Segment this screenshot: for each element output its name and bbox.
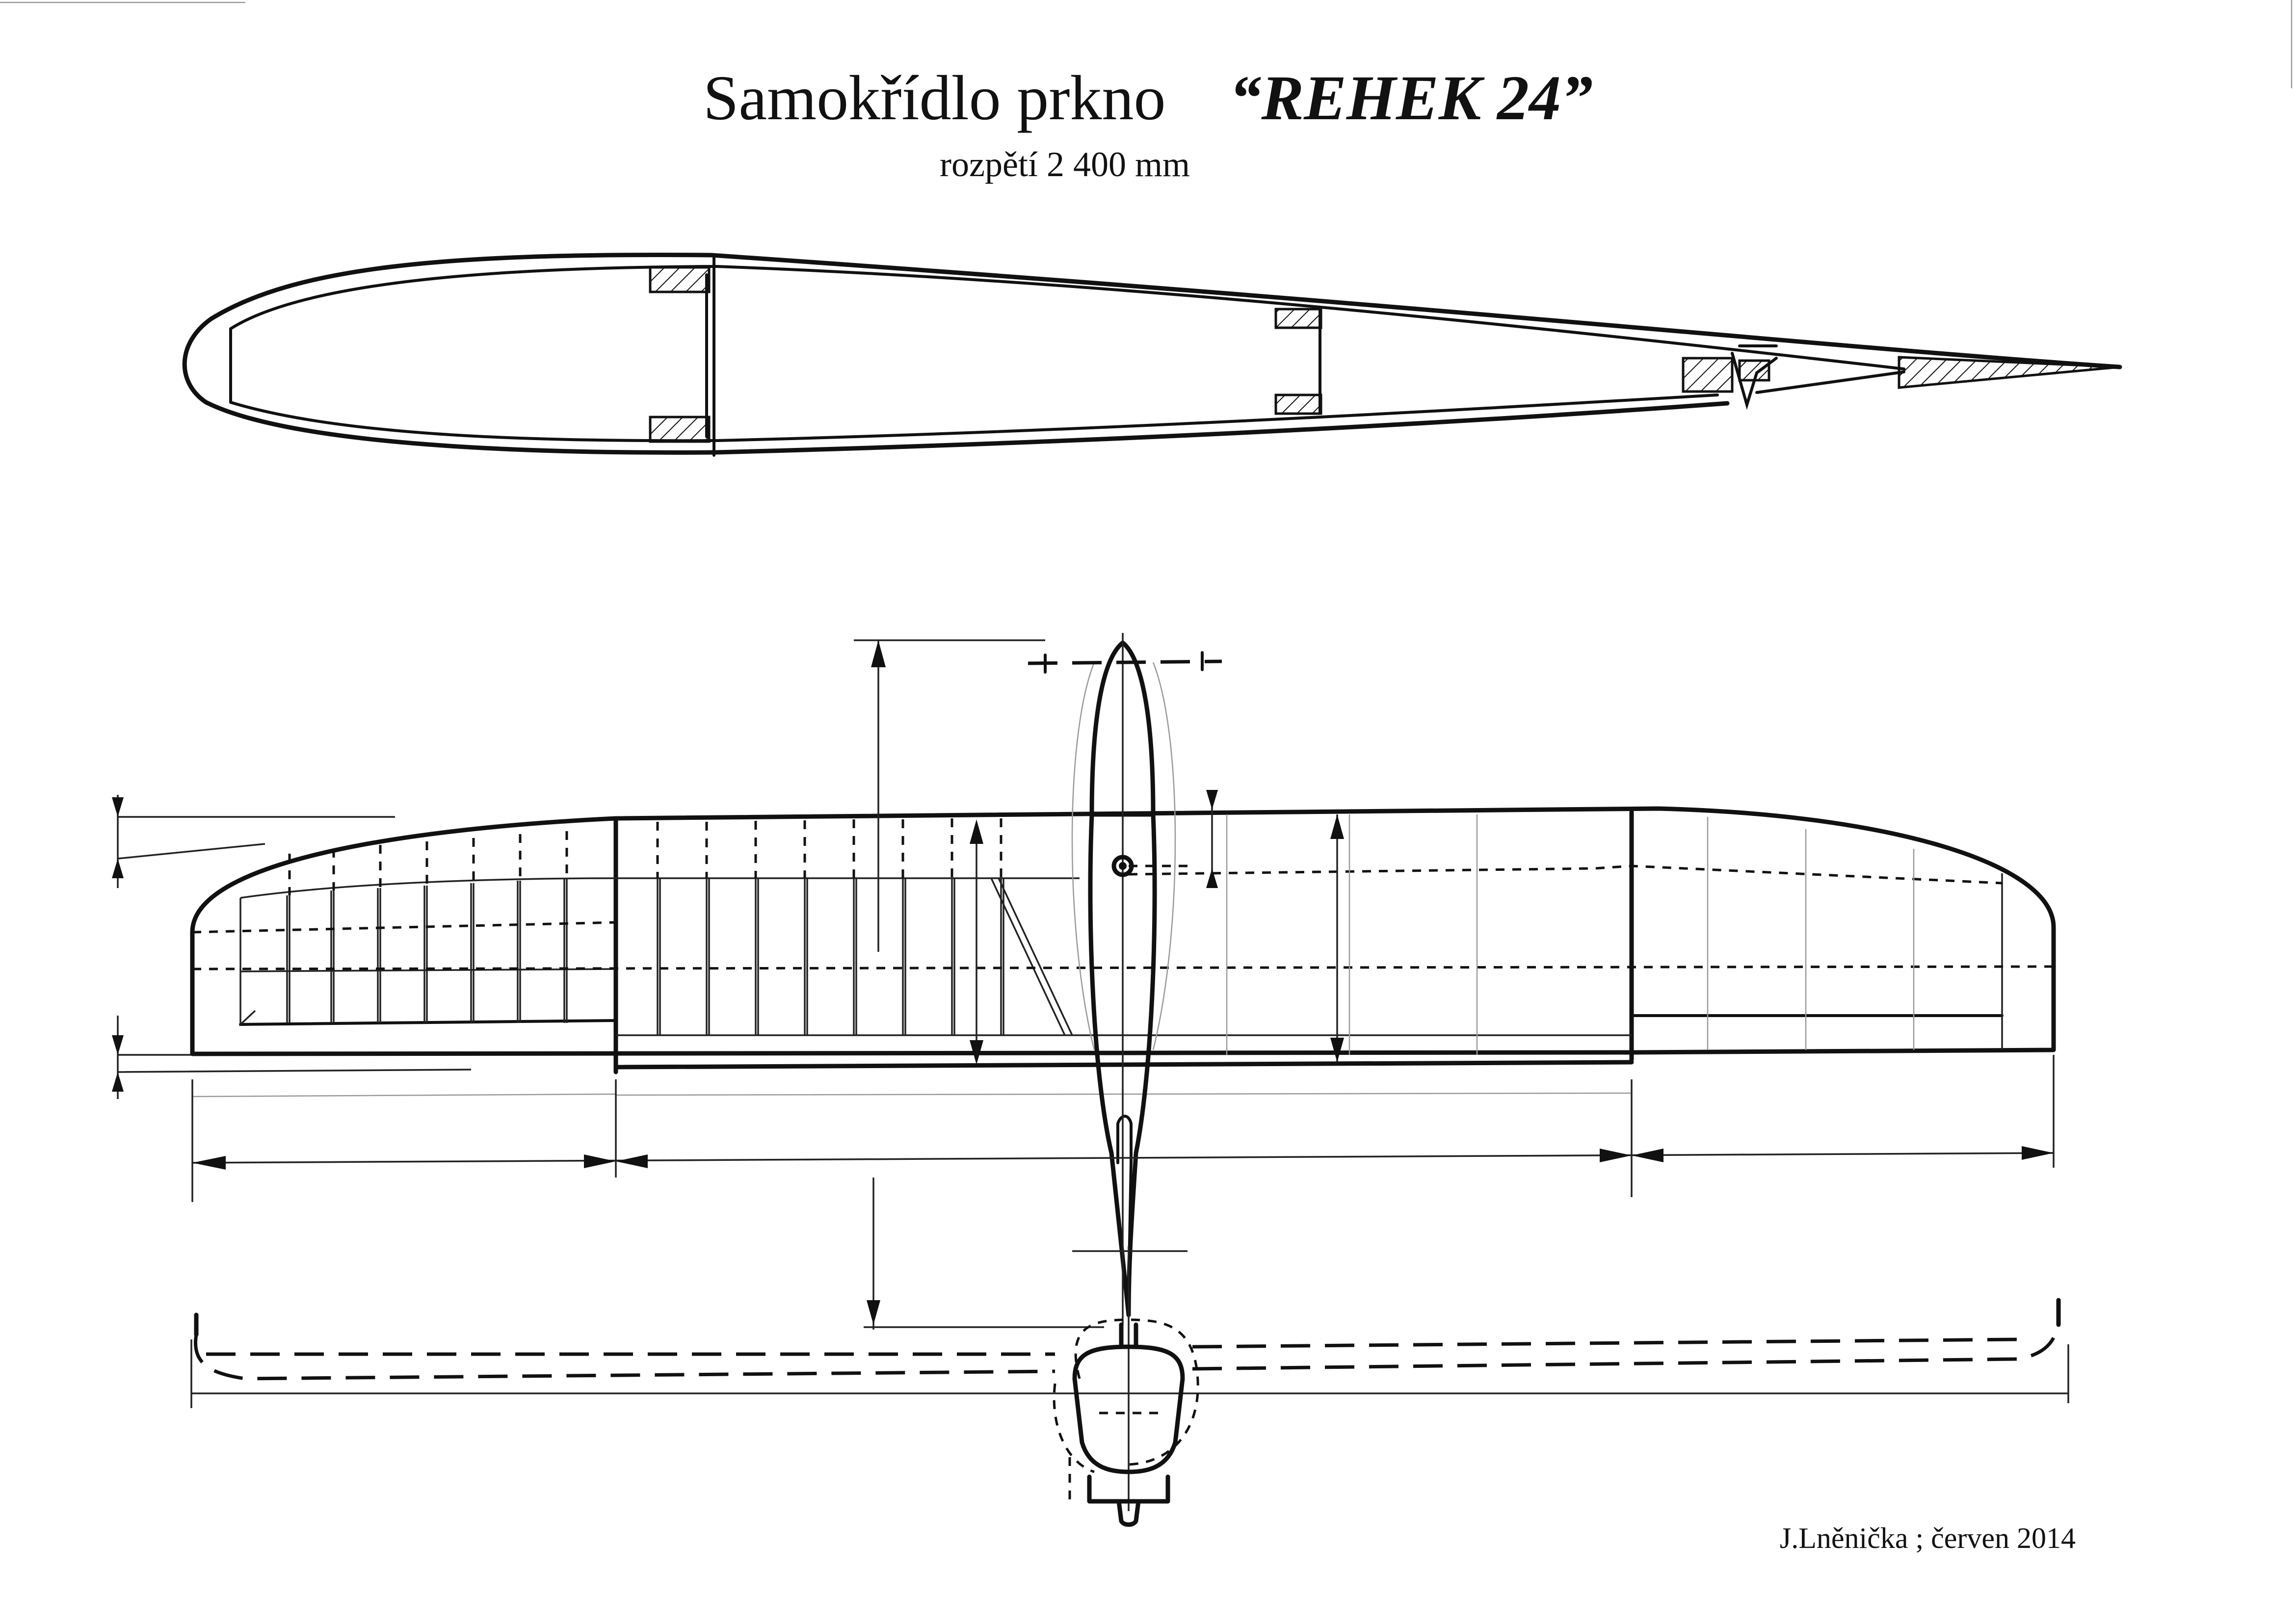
wingspan-label: rozpětí 2 400 mm [940,145,1190,184]
fuselage [1071,633,1188,1325]
wing-ribs [286,878,1073,1036]
author-signature: J.Lněnička ; červen 2014 [1779,1522,2076,1554]
title-prefix: Samokřídlo prkno [703,63,1166,133]
airfoil-section [182,252,2122,457]
front-view [190,1246,2069,1527]
model-name: “REHEK 24” [1229,63,1593,133]
dimension-lines [112,639,2055,1330]
drawing-title: Samokřídlo prkno “REHEK 24” [0,59,2296,137]
plan-view [112,633,2056,1330]
